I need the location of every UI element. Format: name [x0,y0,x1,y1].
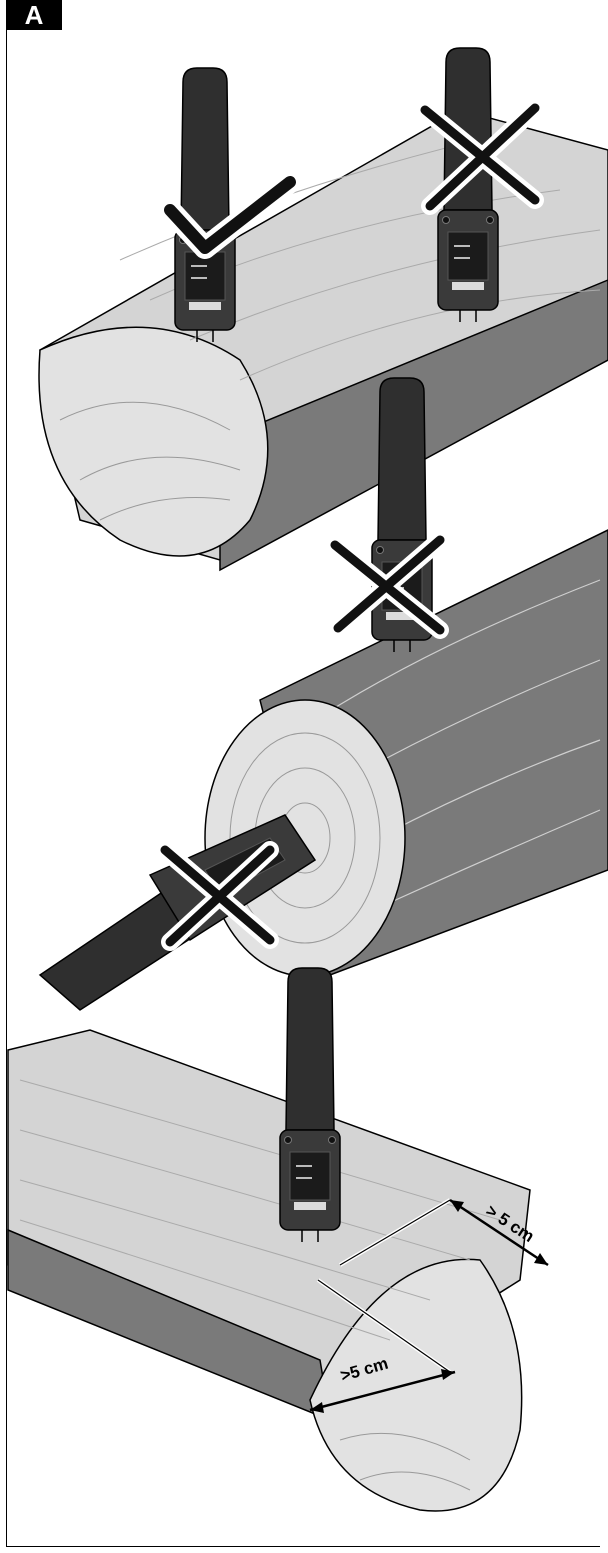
cross-mark-icon [160,845,275,947]
meter-correct-distance [279,967,341,1243]
log-measure [7,1029,531,1512]
cross-mark-icon [420,103,540,211]
log-round [204,529,608,977]
meter-correct [174,67,236,343]
distance-lines [309,1198,549,1413]
figure-label: A [6,0,62,30]
cross-mark-icon [330,535,445,635]
check-mark-icon [164,176,296,254]
figure-frame [6,30,600,1547]
